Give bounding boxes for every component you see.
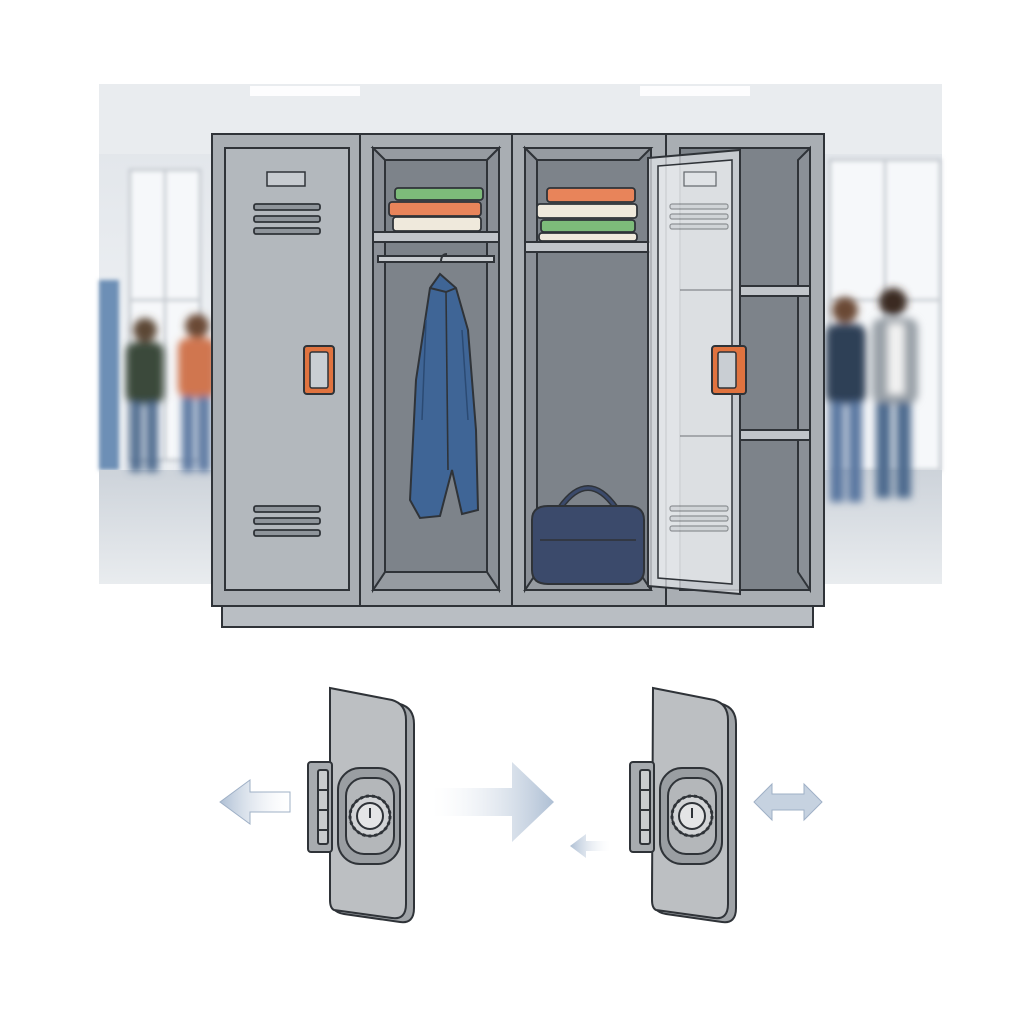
hinge-icon [307,761,333,853]
locker-unit [211,133,825,628]
locker-handle[interactable] [711,345,747,395]
arrow-left-small [570,834,610,858]
arrow-right-large [432,762,554,842]
locker-base [221,604,814,628]
locker-handle[interactable] [303,345,335,395]
student-2 [178,314,216,472]
book-stack [536,187,638,242]
hinge-icon [629,761,655,853]
lock-plate-right [629,686,737,924]
dial-lock-icon [659,767,723,865]
shelf [372,231,500,243]
shelf [524,241,652,253]
vent-top [253,203,321,235]
arrow-left-right [753,782,823,822]
vent-bottom [253,505,321,537]
student-3 [826,297,866,502]
hanging-jacket [408,253,480,520]
student-4 [872,288,918,498]
dial-lock-icon [337,767,401,865]
hanging-rod [377,255,495,263]
duffel-bag [531,485,645,585]
locker-1-closed[interactable] [224,147,350,591]
locker-2-open[interactable] [370,145,502,594]
arrow-left [219,779,291,825]
locker-door-ajar[interactable] [647,148,747,596]
shelf [739,429,811,441]
lock-diagram [219,686,823,924]
students [126,288,918,502]
locker-3-open[interactable] [522,145,654,594]
book-stack [388,187,484,232]
student-1 [126,318,164,472]
name-plate [266,171,306,187]
shelf [739,285,811,297]
locker-4-open[interactable] [647,145,811,596]
lock-plate-left [307,686,415,924]
